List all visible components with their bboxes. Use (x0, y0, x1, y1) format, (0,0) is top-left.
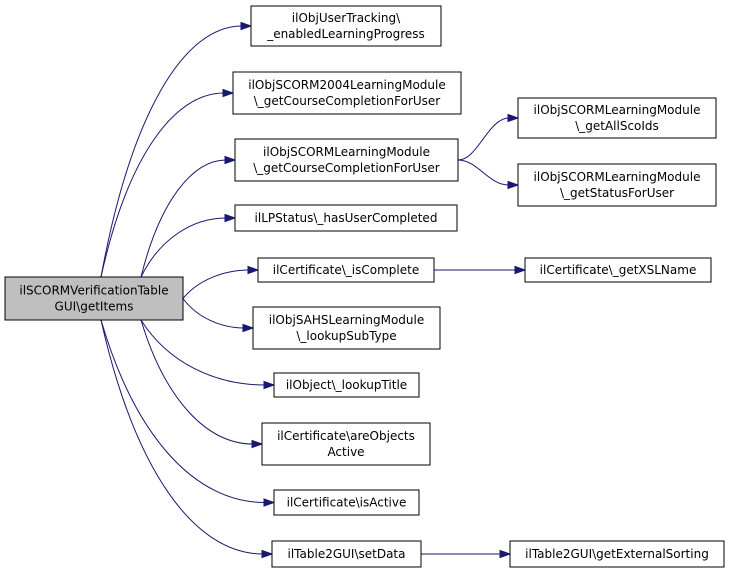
arrowhead-n11-10 (251, 439, 264, 449)
node-box (4, 276, 184, 321)
node-label-line: \_getCourseCompletionForUser (254, 94, 441, 108)
edge-root-n3 (140, 159, 227, 278)
arrowhead-n10-9 (263, 380, 276, 390)
function-node[interactable]: ilObjSCORMLearningModule \_getAllScoIds (517, 97, 717, 139)
function-node[interactable]: ilCertificate\_getXSLName (524, 257, 712, 283)
function-node[interactable]: ilTable2GUI\getExternalSorting (509, 540, 725, 568)
function-node[interactable]: ilTable2GUI\setData (271, 540, 422, 568)
node-label-line: ilCertificate\areObjects (277, 429, 415, 443)
arrowhead-n3-2 (224, 155, 237, 165)
function-node[interactable]: ilObjSAHSLearningModule \_lookupSubType (252, 306, 441, 350)
node-box (257, 257, 435, 283)
node-box (524, 257, 712, 283)
node-box (234, 204, 458, 232)
node-label-line: ilObjSCORM2004LearningModule (248, 78, 445, 92)
edge-root-n1 (100, 25, 243, 278)
node-box (232, 71, 462, 115)
arrowhead-n12-11 (263, 498, 276, 507)
node-label-line: ilCertificate\_getXSLName (540, 263, 697, 277)
arrowhead-n4-3 (507, 113, 520, 123)
node-label-line: ilSCORMVerificationTable (19, 284, 168, 298)
edge-root-n7 (182, 269, 250, 299)
node-box (271, 540, 422, 568)
arrowhead-n2-1 (222, 88, 235, 98)
arrowhead-n9-8 (242, 323, 255, 333)
edges-layer (100, 21, 527, 559)
node-box (252, 306, 441, 350)
node-label-line: ilObjSCORMLearningModule (534, 103, 701, 117)
node-label-line: ilObjSCORMLearningModule (534, 170, 701, 184)
node-label-line: GUI\getItems (55, 300, 134, 314)
arrowhead-n8-7 (514, 265, 527, 275)
node-label-line: \_lookupSubType (296, 329, 396, 343)
arrowhead-n14-13 (499, 549, 512, 559)
function-node[interactable]: ilObjSCORMLearningModule \_getCourseCompl… (234, 138, 459, 182)
edge-root-n12 (100, 319, 266, 503)
function-node[interactable]: ilCertificate\_isComplete (257, 257, 435, 283)
arrowhead-n13-12 (261, 549, 274, 559)
node-box (517, 97, 717, 139)
node-box (250, 5, 442, 47)
arrowhead-n1-0 (240, 21, 253, 31)
node-label-line: ilObjSAHSLearningModule (269, 313, 424, 327)
node-box (517, 163, 717, 207)
edge-root-n11 (140, 319, 254, 445)
edge-n3-n5 (457, 159, 510, 186)
edge-root-n2 (100, 92, 225, 278)
node-label-line: _enabledLearningProgress (266, 27, 425, 41)
node-label-line: ilTable2GUI\setData (288, 547, 406, 561)
edge-root-n10 (140, 319, 266, 386)
function-node[interactable]: ilObject\_lookupTitle (273, 372, 420, 398)
node-label-line: \_getCourseCompletionForUser (253, 161, 440, 175)
node-label-line: ilObjSCORMLearningModule (263, 145, 430, 159)
function-node[interactable]: ilLPStatus\_hasUserCompleted (234, 204, 458, 232)
node-box (261, 422, 431, 466)
node-box (273, 489, 420, 516)
node-label-line: ilCertificate\_isComplete (273, 263, 419, 277)
node-label-line: ilObject\_lookupTitle (286, 378, 407, 392)
node-label-line: ilCertificate\isActive (287, 496, 407, 510)
node-label-line: ilObjUserTracking\ (292, 11, 401, 25)
node-box (234, 138, 459, 182)
node-label-line: \_getStatusForUser (560, 186, 674, 200)
arrowhead-n6-5 (224, 213, 237, 223)
arrowhead-n5-4 (507, 180, 520, 190)
edge-n3-n4 (457, 117, 510, 161)
node-label-line: Active (327, 445, 364, 459)
node-box (509, 540, 725, 568)
node-box (273, 372, 420, 398)
function-node[interactable]: ilObjUserTracking\ _enabledLearningProgre… (250, 5, 442, 47)
function-node[interactable]: ilObjSCORM2004LearningModule \_getCourseC… (232, 71, 462, 115)
arrowhead-n7-6 (247, 265, 260, 275)
edge-root-n9 (182, 298, 245, 329)
node-label-line: \_getAllScoIds (575, 119, 659, 133)
node-label-line: ilLPStatus\_hasUserCompleted (255, 211, 438, 225)
function-node[interactable]: ilCertificate\isActive (273, 489, 420, 516)
function-node[interactable]: ilObjSCORMLearningModule \_getStatusForUs… (517, 163, 717, 207)
edge-root-n6 (140, 217, 227, 278)
edge-root-n13 (100, 319, 264, 555)
node-label-line: ilTable2GUI\getExternalSorting (525, 547, 709, 561)
